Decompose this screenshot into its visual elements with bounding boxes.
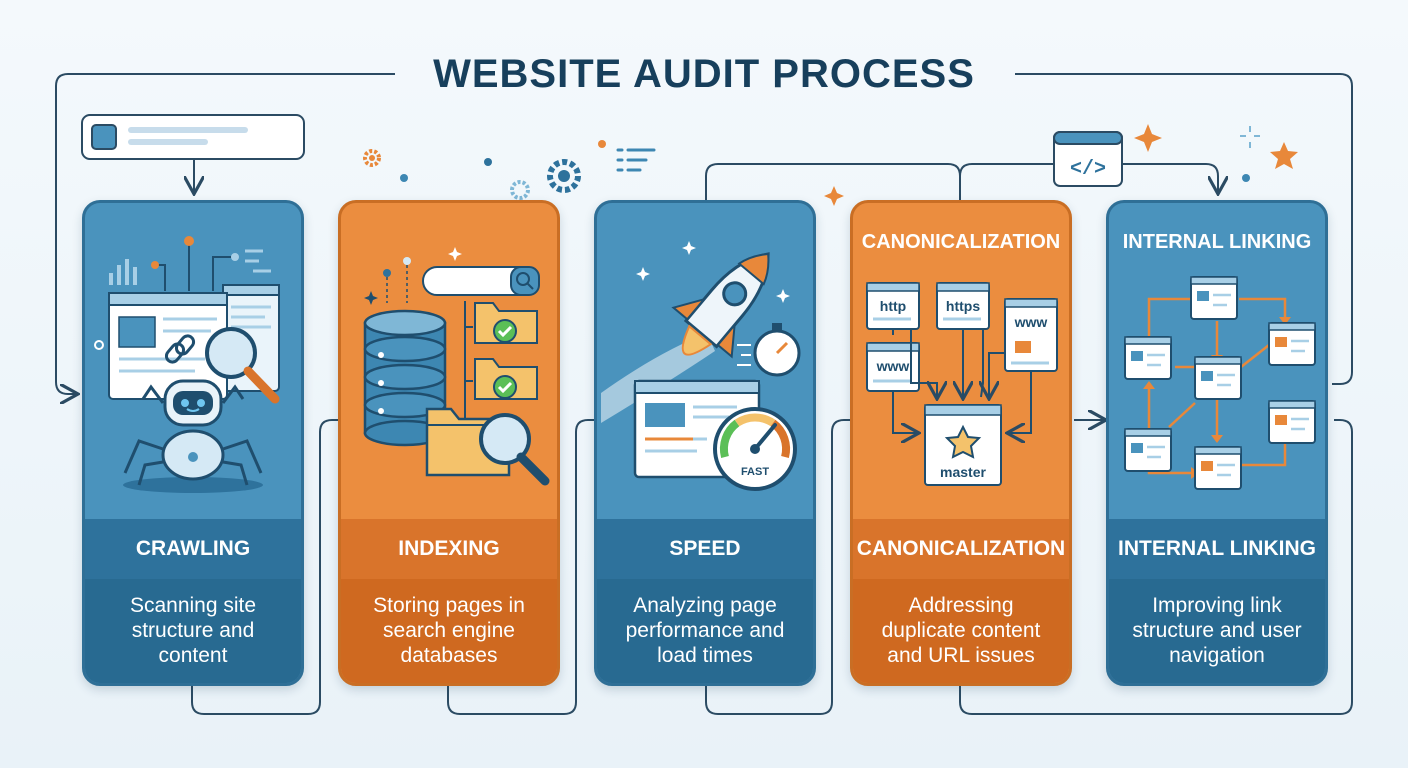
gauge-label: FAST	[741, 466, 769, 478]
url-variant-https: https	[946, 298, 980, 314]
step-label: SPEED	[597, 519, 813, 579]
database-index-illustration	[363, 247, 550, 486]
step-top-title: INTERNAL LINKING	[1122, 231, 1312, 253]
step-description: Improving link structure and user naviga…	[1109, 579, 1325, 683]
step-label: INDEXING	[341, 519, 557, 579]
step-label: CRAWLING	[85, 519, 301, 579]
url-variant-http: http	[880, 298, 906, 314]
step-card-indexing: INDEXING Storing pages in search engine …	[338, 200, 560, 686]
url-variant-www: www	[1014, 314, 1048, 330]
step-description: Analyzing page performance and load time…	[597, 579, 813, 683]
canonical-url-illustration: http https www www master	[866, 282, 1058, 486]
step-label: CANONICALIZATION	[853, 519, 1069, 579]
step-description: Addressing duplicate content and URL iss…	[853, 579, 1069, 683]
step-label: INTERNAL LINKING	[1109, 519, 1325, 579]
url-variant-www-2: www	[876, 358, 910, 374]
crawler-robot-illustration	[94, 236, 280, 493]
rocket-speed-illustration: FAST	[601, 241, 801, 491]
code-icon-text: </>	[1070, 158, 1106, 181]
step-card-internal-linking: INTERNAL LINKING	[1106, 200, 1328, 686]
step-description: Storing pages in search engine databases	[341, 579, 557, 683]
search-bar-icon	[81, 114, 305, 160]
step-card-canonicalization: CANONICALIZATION http https www www	[850, 200, 1072, 686]
page-title: WEBSITE AUDIT PROCESS	[433, 52, 975, 96]
step-card-speed: FAST SPEED Analyzing page performance an…	[594, 200, 816, 686]
link-network-illustration	[1124, 276, 1316, 490]
step-description: Scanning site structure and content	[85, 579, 301, 683]
step-top-title: CANONICALIZATION	[861, 231, 1061, 253]
code-window-icon: </>	[1053, 131, 1123, 187]
master-page-label: master	[940, 464, 986, 480]
step-card-crawling: CRAWLING Scanning site structure and con…	[82, 200, 304, 686]
